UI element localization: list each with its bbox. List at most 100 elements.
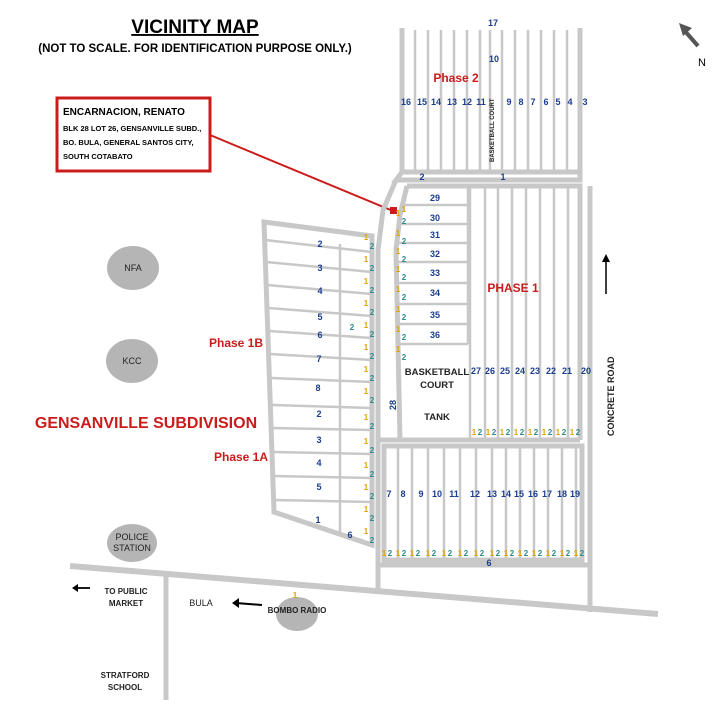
lot-marker-2: 2 [478,428,483,437]
lot-marker-1: 1 [396,305,401,314]
lot-marker-1: 1 [396,209,401,218]
property-marker [390,207,397,214]
west-1b-number: 7 [316,354,321,364]
phase2-lot-number: 15 [417,97,427,107]
lot-marker-2: 2 [370,308,375,317]
lot-marker-2: 2 [566,549,571,558]
lot-marker-1: 1 [486,428,491,437]
west-1a-number: 2 [316,409,321,419]
phase2-top-number: 17 [488,18,498,28]
lot-marker-2: 2 [402,293,407,302]
west-1b-number: 3 [317,263,322,273]
lot-marker-2: 2 [506,428,511,437]
owner-info-box: ENCARNACION, RENATO BLK 28 LOT 26, GENSA… [55,96,212,173]
phase1a-lot-number: 10 [432,489,442,499]
lot-marker-1: 1 [402,205,407,214]
lot-marker-2: 2 [402,333,407,342]
phase1a-lot-number: 9 [418,489,423,499]
pointer-line [209,134,394,212]
lot-marker-2: 2 [350,323,355,332]
lot-marker-1: 1 [574,549,579,558]
phase2-lot-number: 3 [582,97,587,107]
lot-marker-1: 1 [364,413,369,422]
phase2-lot-number: 8 [518,97,523,107]
phase2-lot-number: 16 [401,97,411,107]
north-label: N [698,57,706,69]
lot-marker-1: 1 [532,549,537,558]
nfa-label: NFA [124,263,142,273]
lot-marker-1: 1 [396,229,401,238]
subdivision-label: GENSANVILLE SUBDIVISION [35,415,257,432]
phase2-lot-number: 11 [476,97,486,107]
lot-marker-1: 1 [490,549,495,558]
lot-marker-2: 2 [402,237,407,246]
public-market-label-1: TO PUBLIC [105,587,148,596]
map-subtitle: (NOT TO SCALE. FOR IDENTIFICATION PURPOS… [38,43,352,55]
phase2-lot-number: 6 [543,97,548,107]
lot-marker-1: 1 [546,549,551,558]
west-bottom-number: 6 [347,530,352,540]
lot-marker-1: 1 [442,549,447,558]
bula-arrow-icon [232,598,263,608]
lot-marker-1: 1 [364,365,369,374]
lot-marker-2: 2 [562,428,567,437]
phase2-bottom-left-number: 2 [419,172,424,182]
phase1a-lot-number: 17 [542,489,552,499]
phase1-lot-number: 20 [581,366,591,376]
lot-marker-2: 2 [432,549,437,558]
lot-marker-1: 1 [364,483,369,492]
lot-marker-1: 1 [542,428,547,437]
phase1-side-number: 30 [430,213,440,223]
lot-marker-1: 1 [396,247,401,256]
lot-marker-1: 1 [364,505,369,514]
lot-marker-2: 2 [370,264,375,273]
west-1b-number: 8 [315,383,320,393]
lot-marker-1: 1 [364,387,369,396]
lot-marker-2: 2 [524,549,529,558]
lot-marker-2: 2 [370,514,375,523]
phase1a-lot-number: 11 [449,489,459,499]
phase2-block-numbers: 17 10 2 1 [419,18,505,182]
basketball-court-label-1: BASKETBALL [405,367,470,378]
phase1-side-number: 29 [430,193,440,203]
lot-marker-2: 2 [580,549,585,558]
block28-number: 28 [388,400,398,410]
owner-address-line3: SOUTH COTABATO [63,152,133,161]
west-1a-number: 5 [316,482,321,492]
basketball-court-label-2: COURT [420,380,454,391]
bombo-radio-landmark [276,597,318,631]
road-network [69,28,659,700]
lot-marker-1: 1 [474,549,479,558]
lot-marker-2: 2 [370,286,375,295]
phase2-lot-number: 9 [506,97,511,107]
lot-marker-2: 2 [402,273,407,282]
lot-marker-2: 2 [370,492,375,501]
phase2-lot-number: 12 [462,97,472,107]
lot-marker-1: 1 [396,325,401,334]
lot-marker-2: 2 [416,549,421,558]
phase1a-lot-number: 18 [557,489,567,499]
west-1a-number: 4 [316,458,321,468]
small-basketball-court-label: BASKETBALL COURT [490,98,496,162]
lot-marker-2: 2 [538,549,543,558]
lot-marker-2: 2 [520,428,525,437]
lot-marker-2: 2 [402,353,407,362]
phase1-side-number: 33 [430,268,440,278]
lot-marker-2: 2 [370,422,375,431]
lot-marker-1: 1 [364,321,369,330]
phase2-label: Phase 2 [433,71,479,85]
phase1-lot-number: 25 [500,366,510,376]
lot-marker-2: 2 [402,549,407,558]
phase1-side-number: 36 [430,330,440,340]
lot-marker-2: 2 [534,428,539,437]
lot-marker-1: 1 [364,343,369,352]
lot-marker-2: 2 [576,428,581,437]
lot-marker-2: 2 [370,374,375,383]
phase1-label: PHASE 1 [487,281,539,295]
phase1a-lot-number: 14 [501,489,511,499]
phase2-lot-number: 13 [447,97,457,107]
lot-marker-1: 1 [364,255,369,264]
bombo-radio-label: BOMBO RADIO [268,606,327,615]
